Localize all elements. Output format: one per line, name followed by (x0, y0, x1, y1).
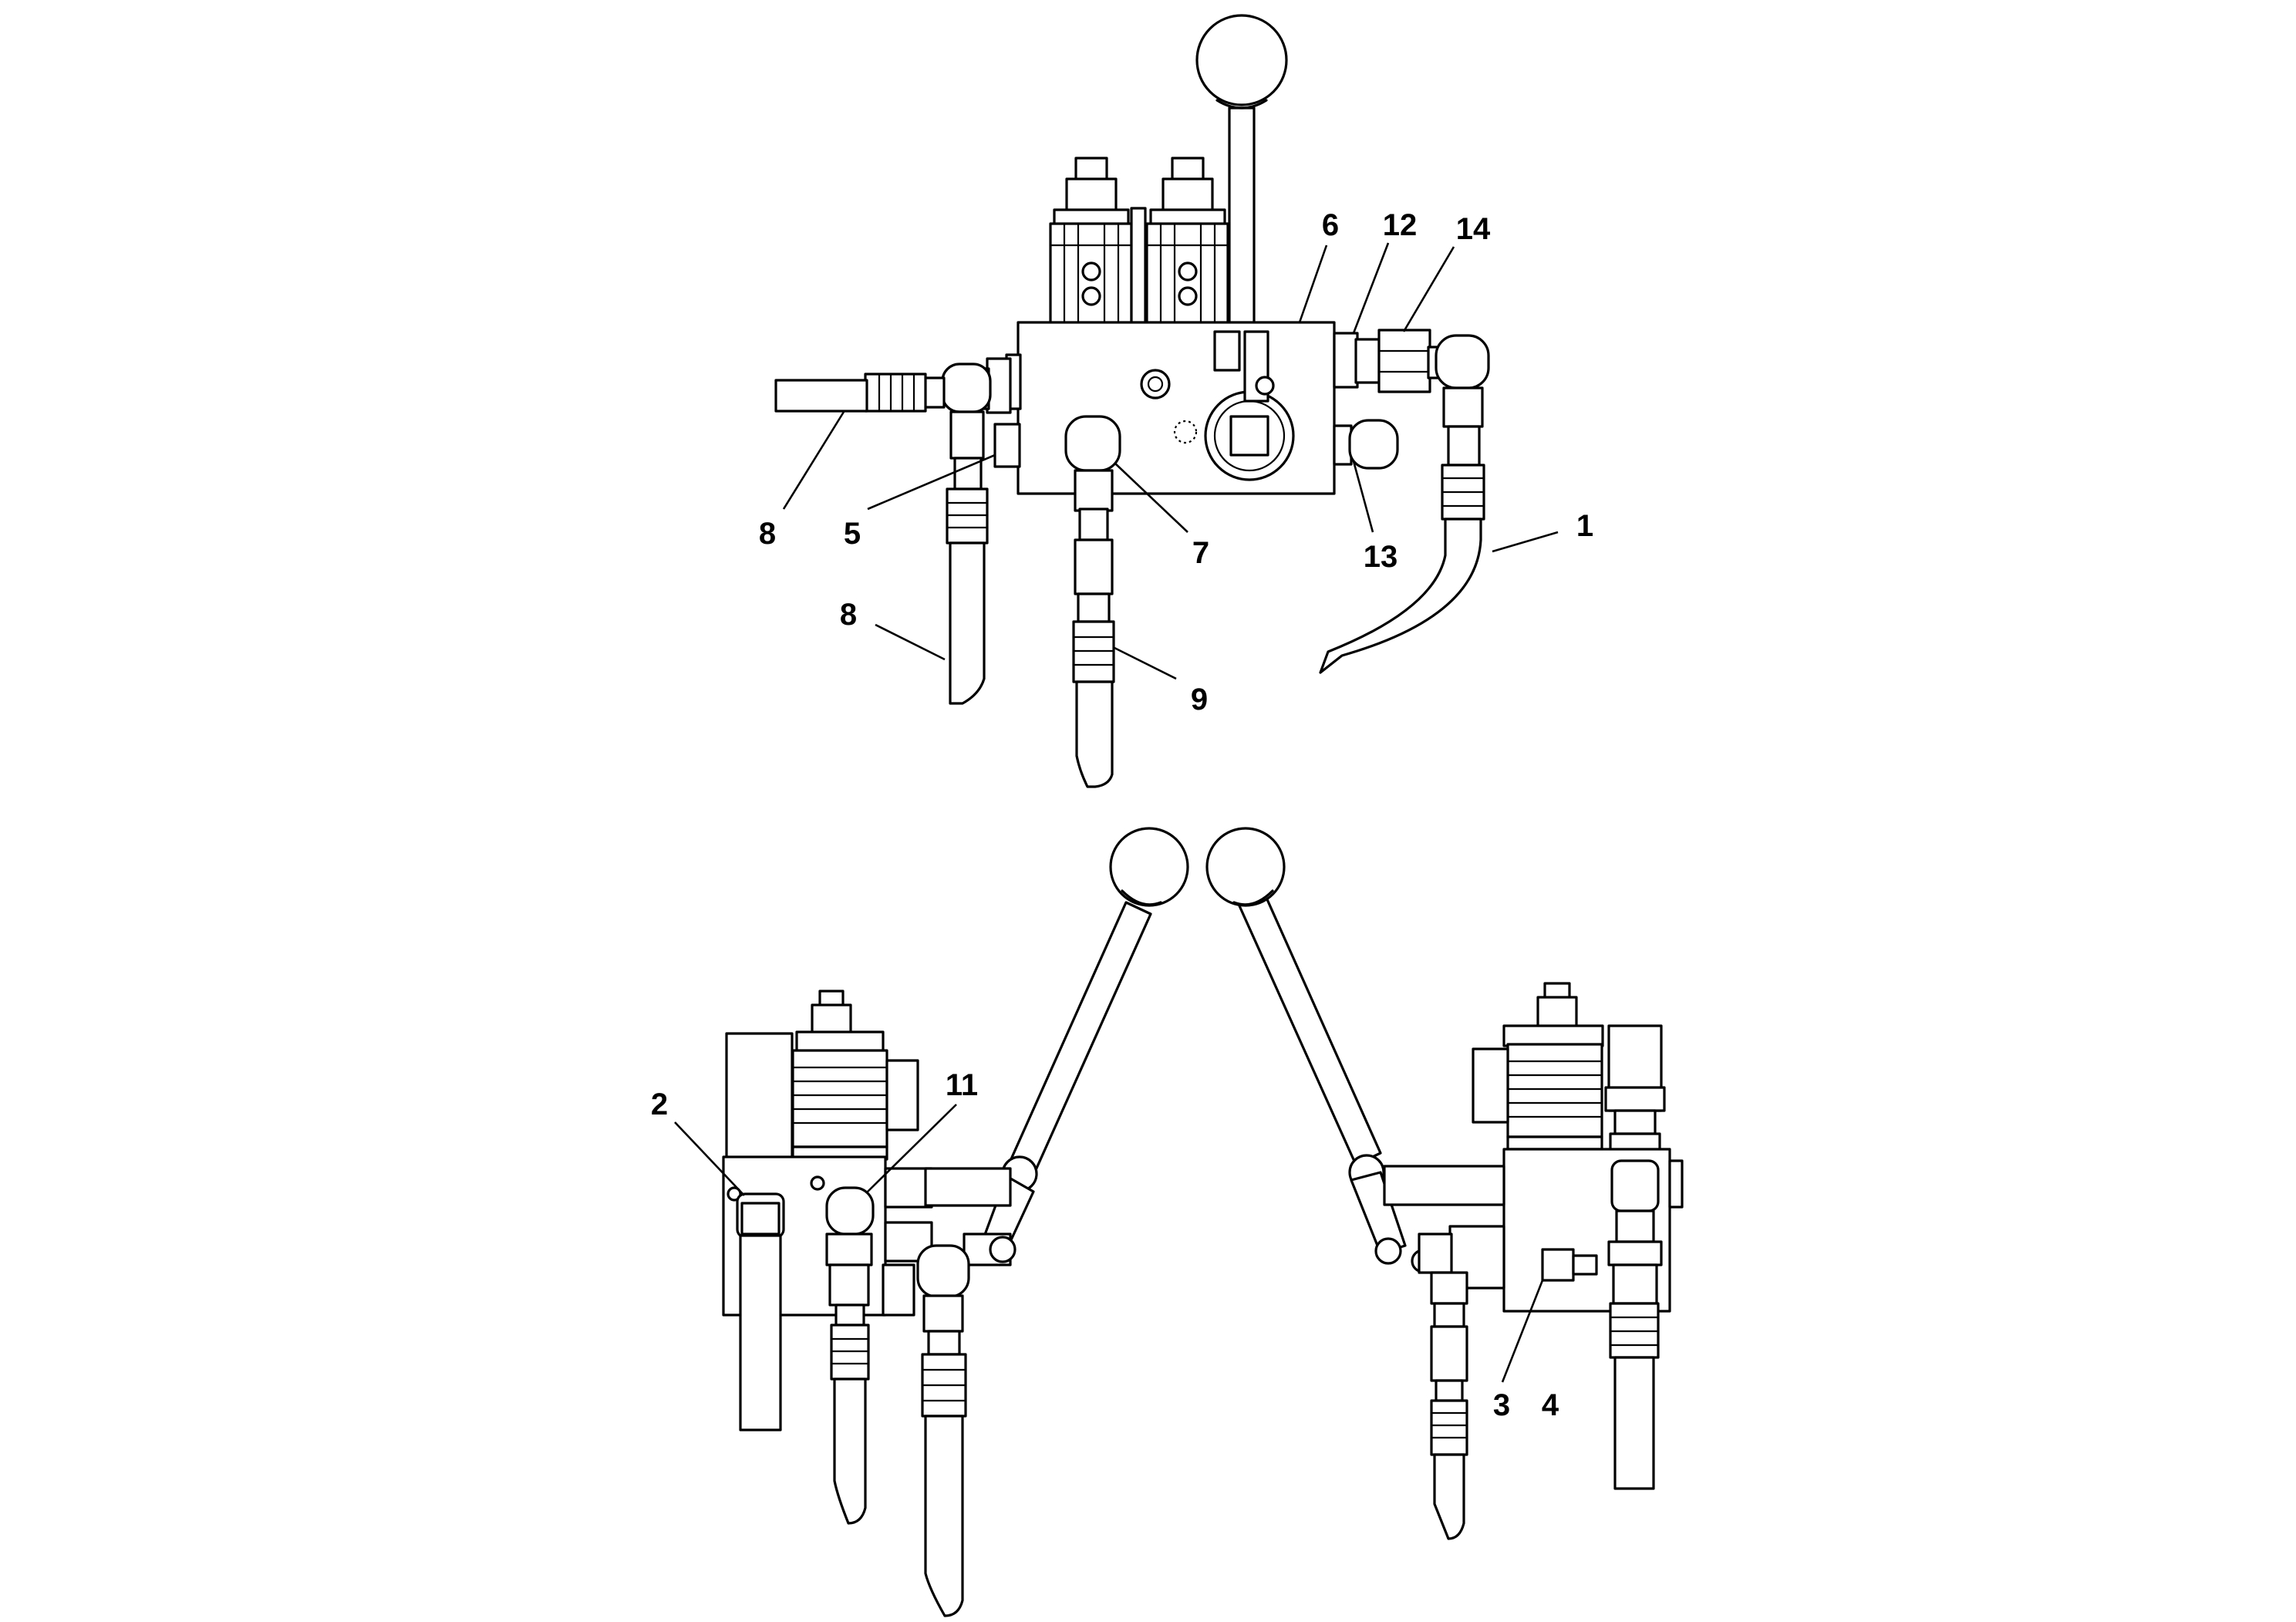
bottom-right-cylinder (1604, 1024, 1666, 1155)
leader-5 (867, 454, 996, 511)
leader-13 (1352, 460, 1374, 533)
callout-5: 5 (844, 517, 861, 551)
leader-6 (1298, 244, 1328, 323)
leader-12 (1352, 242, 1390, 334)
leader-2 (674, 1121, 745, 1196)
callout-13: 13 (1364, 540, 1398, 574)
leader-8b (875, 623, 946, 661)
callout-3: 3 (1493, 1388, 1510, 1422)
bottom-right-left-hose (1430, 1271, 1468, 1540)
callout-6: 6 (1322, 208, 1339, 242)
bottom-left-view (722, 827, 1189, 1617)
bottom-left-cylinder (725, 1032, 794, 1162)
bottom-right-right-hose (1607, 1159, 1663, 1490)
bottom-right-view (1205, 827, 1684, 1540)
callout-11: 11 (946, 1068, 978, 1102)
bottom-left-front-fitting (916, 1244, 970, 1617)
callout-4: 4 (1542, 1388, 1559, 1422)
callout-8b: 8 (840, 598, 857, 632)
leader-1 (1492, 531, 1559, 553)
top-center-fittings (1064, 415, 1121, 788)
callout-9: 9 (1191, 683, 1208, 717)
top-valve-block (993, 321, 1336, 495)
leader-9 (1114, 646, 1177, 680)
callout-7: 7 (1192, 536, 1209, 570)
leader-11 (867, 1104, 957, 1192)
callout-8a: 8 (759, 517, 776, 551)
top-view (774, 14, 1490, 788)
top-solenoid-left (1049, 157, 1147, 336)
leader-7 (1114, 462, 1188, 533)
callout-labels: 1 2 3 4 5 6 7 8 8 9 11 12 13 14 (651, 208, 1593, 1422)
callout-2: 2 (651, 1088, 668, 1121)
callout-14: 14 (1456, 212, 1491, 246)
bottom-left-hose-2 (736, 1192, 785, 1431)
top-left-fittings (774, 357, 1012, 705)
bottom-left-solenoid (791, 990, 919, 1161)
top-right-fittings (1319, 329, 1490, 674)
top-fitting-13 (1333, 419, 1399, 470)
leader-lines (674, 242, 1559, 1383)
bottom-left-lever (976, 827, 1189, 1266)
callout-1: 1 (1576, 509, 1593, 543)
bottom-right-solenoid (1472, 982, 1604, 1151)
top-solenoid-right (1145, 157, 1229, 336)
callout-12: 12 (1383, 208, 1418, 242)
bottom-left-fitting-11 (825, 1186, 875, 1525)
leader-8a (782, 411, 845, 510)
leader-14 (1402, 246, 1455, 332)
leader-3 (1501, 1280, 1544, 1383)
bottom-right-lever (1205, 827, 1435, 1273)
